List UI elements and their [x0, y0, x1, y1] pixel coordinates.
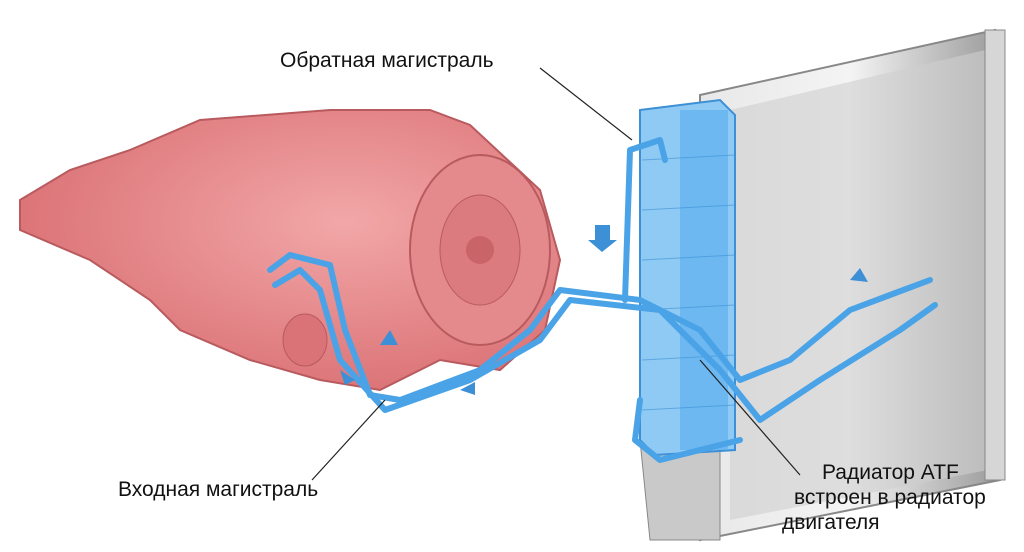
label-atf-cooler-2: встроен в радиатор: [794, 486, 986, 509]
atf-pipes: [267, 137, 938, 463]
flow-arrows: [340, 225, 868, 395]
leader-supply-line: [311, 399, 386, 481]
atf-cooler: [639, 98, 736, 457]
label-atf-cooler-3: двигателя: [782, 511, 880, 534]
leader-atf-cooler: [699, 359, 801, 476]
leader-return-line: [539, 67, 633, 141]
label-supply-line: Входная магистраль: [118, 478, 319, 501]
transmission: [19, 109, 562, 392]
label-atf-cooler-1: Радиатор ATF: [822, 461, 959, 484]
label-return-line: Обратная магистраль: [280, 49, 494, 72]
